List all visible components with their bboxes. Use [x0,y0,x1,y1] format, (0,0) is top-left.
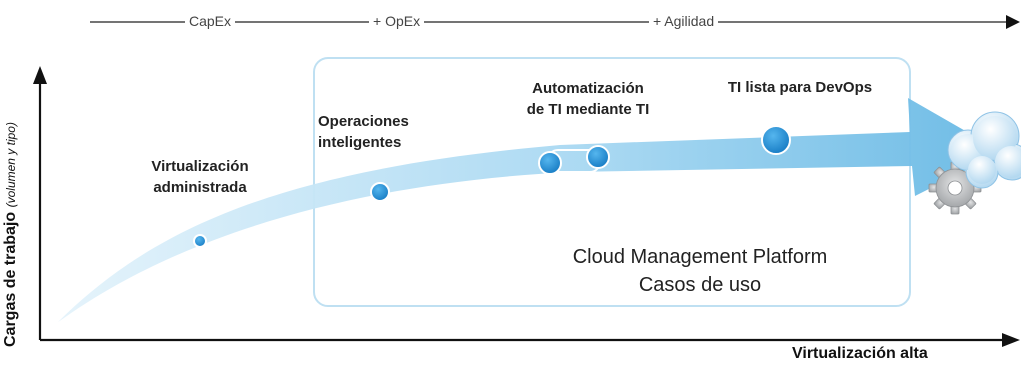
y-axis-sublabel: (volumen y tipo) [4,122,18,208]
stage-label-operaciones: Operaciones inteligentes [318,113,409,151]
use-cases-box [313,57,911,307]
milestone-dot-operaciones [370,182,390,202]
milestone-dot-virtualizacion [193,234,207,248]
milestone-dot-automatizacion-1 [538,151,562,175]
x-axis-label: Virtualización alta [792,345,928,362]
milestone-dot-devops [761,125,791,155]
y-axis-label: Cargas de trabajo (volumen y tipo) [2,122,19,347]
y-axis [33,66,47,340]
phase-opex: + OpEx [369,13,425,29]
platform-title: Cloud Management Platform Casos de uso [572,246,828,296]
phase-timeline [90,15,1020,29]
phase-capex: CapEx [185,13,236,29]
phase-agilidad: + Agilidad [649,13,719,29]
stage-label-automatizacion: Automatización de TI mediante TI [526,80,650,118]
cloud-icon [947,111,1021,189]
growth-arrow [58,98,1002,322]
milestone-dot-automatizacion-2 [586,145,610,169]
stage-label-devops: TI lista para DevOps [727,79,873,96]
stage-label-virtualizacion: Virtualización administrada [151,158,249,196]
x-axis [40,333,1020,347]
